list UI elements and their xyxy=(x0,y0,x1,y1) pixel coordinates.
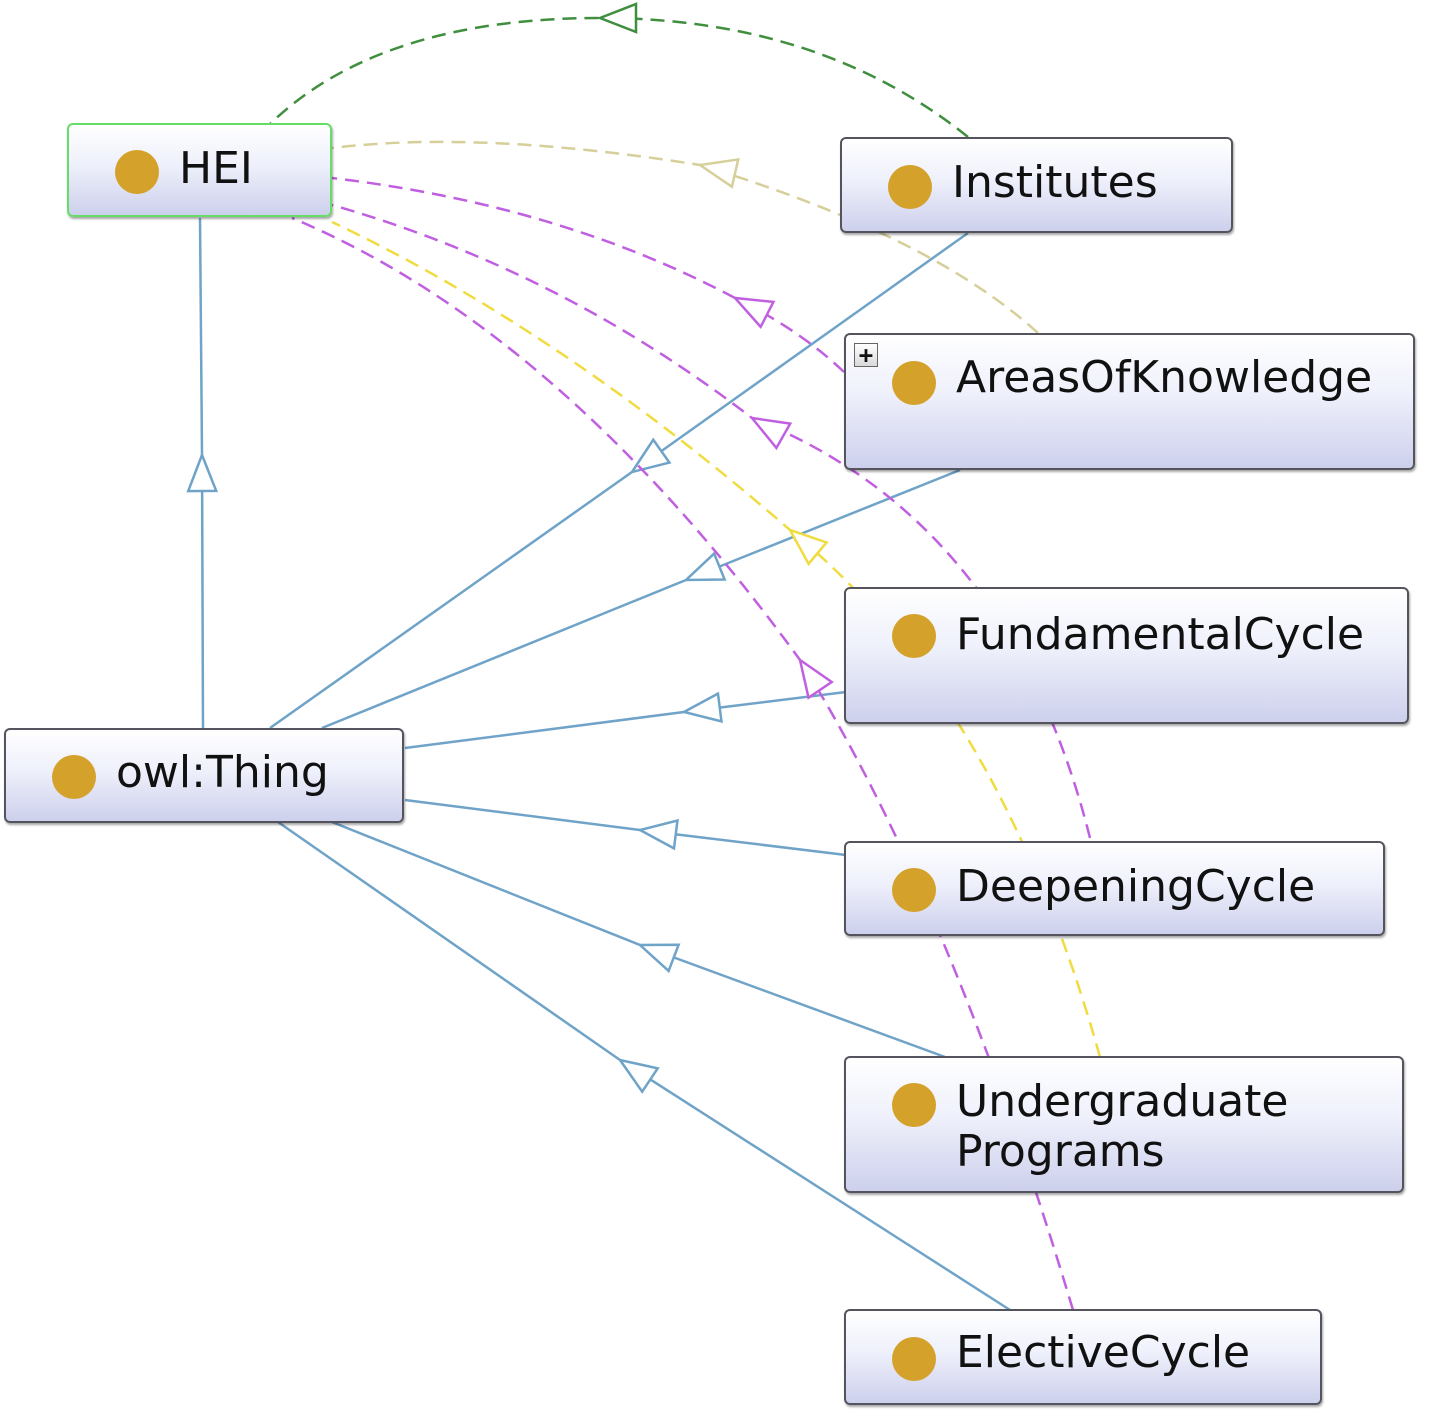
node-label: Institutes xyxy=(952,157,1158,208)
edge-institutes-to-owl-thing xyxy=(269,231,969,730)
node-label: ElectiveCycle xyxy=(956,1327,1251,1378)
node-label-line-2: Programs xyxy=(956,1126,1165,1177)
node-label: AreasOfKnowledge xyxy=(956,352,1373,403)
node-fundamental-cycle[interactable]: FundamentalCycle xyxy=(844,587,1409,724)
node-owl-thing[interactable]: owl:Thing xyxy=(4,728,404,823)
node-label-line-1: Undergraduate xyxy=(956,1076,1289,1127)
edge-hei-areas-purple xyxy=(331,176,845,373)
expand-toggle-button[interactable]: + xyxy=(854,343,878,367)
node-label: HEI xyxy=(179,143,253,194)
node-deepening-cycle[interactable]: DeepeningCycle xyxy=(844,841,1385,936)
node-label: owl:Thing xyxy=(116,747,329,798)
edge-undergrad-to-owl-thing xyxy=(331,820,946,1059)
node-hei[interactable]: HEI xyxy=(67,123,332,217)
node-areas-of-knowledge[interactable]: + AreasOfKnowledge xyxy=(844,333,1415,470)
edge-hei-elective-purple xyxy=(291,216,1075,1311)
node-institutes[interactable]: Institutes xyxy=(840,137,1233,233)
node-undergraduate-programs[interactable]: Undergraduate Programs xyxy=(844,1056,1404,1193)
class-dot-icon xyxy=(52,755,96,799)
node-label: DeepeningCycle xyxy=(956,861,1316,912)
class-dot-icon xyxy=(888,165,932,209)
class-dot-icon xyxy=(892,361,936,405)
class-dot-icon xyxy=(115,150,159,194)
edge-hei-undergrad-yellow xyxy=(331,220,1102,1058)
edge-deepening-to-owl-thing xyxy=(404,798,847,857)
edge-fundamental-to-owl-thing xyxy=(404,690,847,750)
class-dot-icon xyxy=(892,1083,936,1127)
edge-institutes-to-hei-green xyxy=(269,2,969,138)
edge-areas-to-owl-thing xyxy=(321,468,961,730)
class-dot-icon xyxy=(892,868,936,912)
class-dot-icon xyxy=(892,1337,936,1381)
edge-areas-to-hei-khaki xyxy=(331,140,1039,334)
edge-elective-to-owl-thing xyxy=(277,820,1011,1312)
class-dot-icon xyxy=(892,614,936,658)
node-elective-cycle[interactable]: ElectiveCycle xyxy=(844,1309,1322,1405)
node-label: FundamentalCycle xyxy=(956,609,1365,660)
edge-hei-to-owl-thing xyxy=(186,217,219,729)
